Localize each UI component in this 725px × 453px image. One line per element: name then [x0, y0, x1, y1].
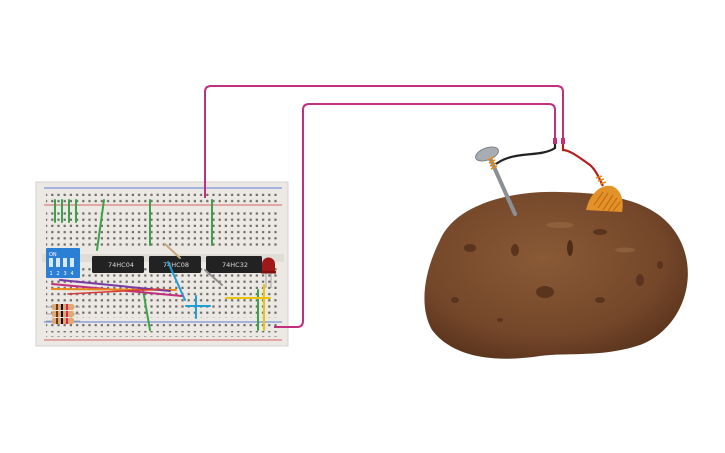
nail-electrode-icon[interactable]	[474, 140, 557, 216]
top-power-rail[interactable]	[44, 187, 282, 206]
wire-gray[interactable]	[204, 269, 223, 286]
probe-wires[interactable]	[204, 85, 564, 328]
chip-label: 74HC04	[108, 261, 134, 269]
chip-label: 74HC08	[163, 261, 189, 269]
upper-terminal-strip[interactable]	[46, 212, 280, 248]
wire-magenta-outer[interactable]	[204, 85, 564, 198]
bottom-power-rail[interactable]	[44, 321, 282, 341]
wire-green[interactable]	[142, 289, 151, 331]
dip-switch[interactable]: ON 1 2 3 4	[46, 248, 80, 278]
potato[interactable]	[424, 191, 688, 359]
wire-connectors	[553, 138, 565, 144]
chip-74hc08[interactable]: 74HC08	[149, 256, 201, 273]
dip-number: 2	[57, 271, 60, 277]
resistor-icon[interactable]	[46, 311, 80, 317]
wire-red[interactable]	[67, 288, 161, 295]
copper-electrode-icon[interactable]	[561, 140, 623, 212]
resistor-bank[interactable]	[46, 304, 80, 324]
dip-on-label: ON	[49, 252, 57, 258]
dip-number: 4	[71, 271, 74, 277]
wire-tan[interactable]	[164, 243, 181, 259]
wire-green[interactable]	[96, 199, 105, 251]
chip-74hc04[interactable]: 74HC04	[92, 256, 144, 273]
wire-magenta-inner[interactable]	[274, 103, 556, 328]
resistor-icon[interactable]	[46, 304, 80, 310]
dip-number: 1	[50, 271, 53, 277]
jumper-wires[interactable]	[51, 199, 271, 331]
chip-74hc32[interactable]: 74HC32	[206, 256, 262, 273]
red-led-icon[interactable]	[261, 257, 276, 289]
wire-cyan[interactable]	[167, 261, 186, 301]
dip-number: 3	[64, 271, 67, 277]
chip-label: 74HC32	[222, 261, 248, 269]
resistor-icon[interactable]	[46, 318, 80, 324]
